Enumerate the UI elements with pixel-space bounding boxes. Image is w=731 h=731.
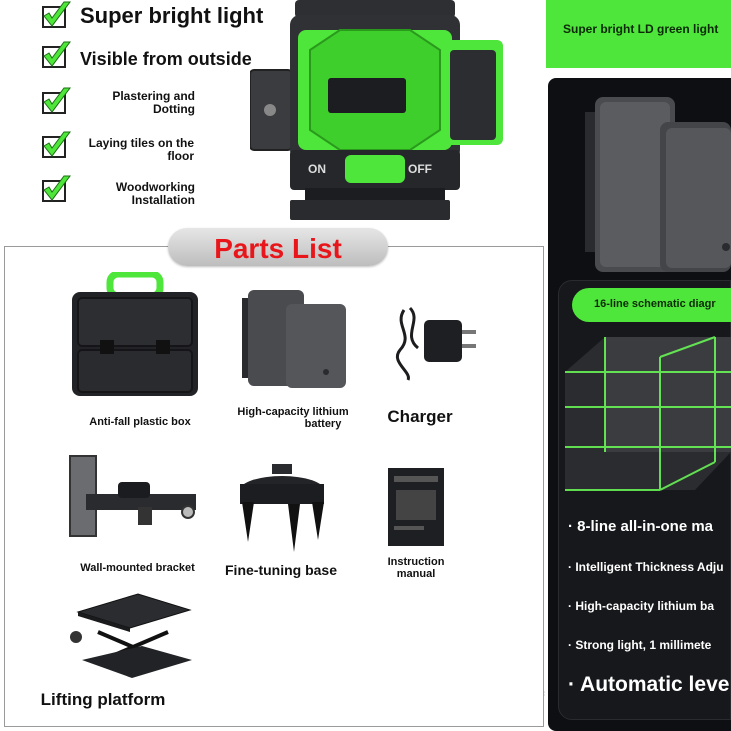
feature-super-bright: Super bright light: [80, 3, 264, 28]
lithium-battery-image: [242, 290, 346, 388]
label-lifting-platform: Lifting platform: [40, 690, 166, 709]
schematic-pill: 16-line schematic diagr: [572, 288, 731, 322]
battery-image: [585, 97, 731, 272]
feature-visible-outside: Visible from outside: [80, 49, 252, 69]
lifting-platform-image: [70, 593, 192, 678]
banner-green-light: Super bright LD green light: [546, 0, 731, 68]
bullet-8-line: · 8-line all-in-one ma: [568, 518, 714, 535]
fine-tuning-base-image: [240, 464, 324, 552]
bullet-automatic-level: · Automatic leve: [568, 673, 730, 696]
label-charger: Charger: [387, 407, 453, 426]
check-icon: [40, 130, 72, 160]
label-wall-bracket: Wall-mounted bracket: [80, 562, 195, 574]
switch-on-label: ON: [308, 162, 326, 176]
feature-laying-tiles: Laying tiles on the floor: [88, 136, 194, 163]
parts-list-title: Parts List: [168, 228, 388, 266]
label-fine-tuning-base: Fine-tuning base: [225, 562, 337, 578]
label-lithium-battery: High-capacity lithium battery: [237, 406, 349, 430]
switch-off-label: OFF: [408, 162, 432, 176]
check-icon: [40, 0, 72, 30]
bullet-thickness: · Intelligent Thickness Adju: [568, 560, 724, 574]
check-icon: [40, 40, 72, 70]
plastic-box-image: [72, 272, 198, 396]
bullet-strong-light: · Strong light, 1 millimete: [568, 638, 712, 652]
label-plastic-box: Anti-fall plastic box: [89, 416, 191, 428]
feature-plastering: Plastering and Dotting: [112, 89, 195, 116]
bullet-lithium: · High-capacity lithium ba: [568, 599, 715, 613]
charger-image: [396, 306, 476, 381]
feature-woodworking: Woodworking Installation: [115, 180, 195, 207]
label-instruction-manual: Instruction manual: [387, 556, 445, 580]
wall-bracket-image: [69, 455, 196, 537]
check-icon: [40, 174, 72, 204]
check-icon: [40, 86, 72, 116]
laser-level-device-image: ON OFF: [250, 0, 503, 220]
schematic-diagram: [565, 336, 731, 491]
instruction-manual-image: [388, 468, 444, 546]
